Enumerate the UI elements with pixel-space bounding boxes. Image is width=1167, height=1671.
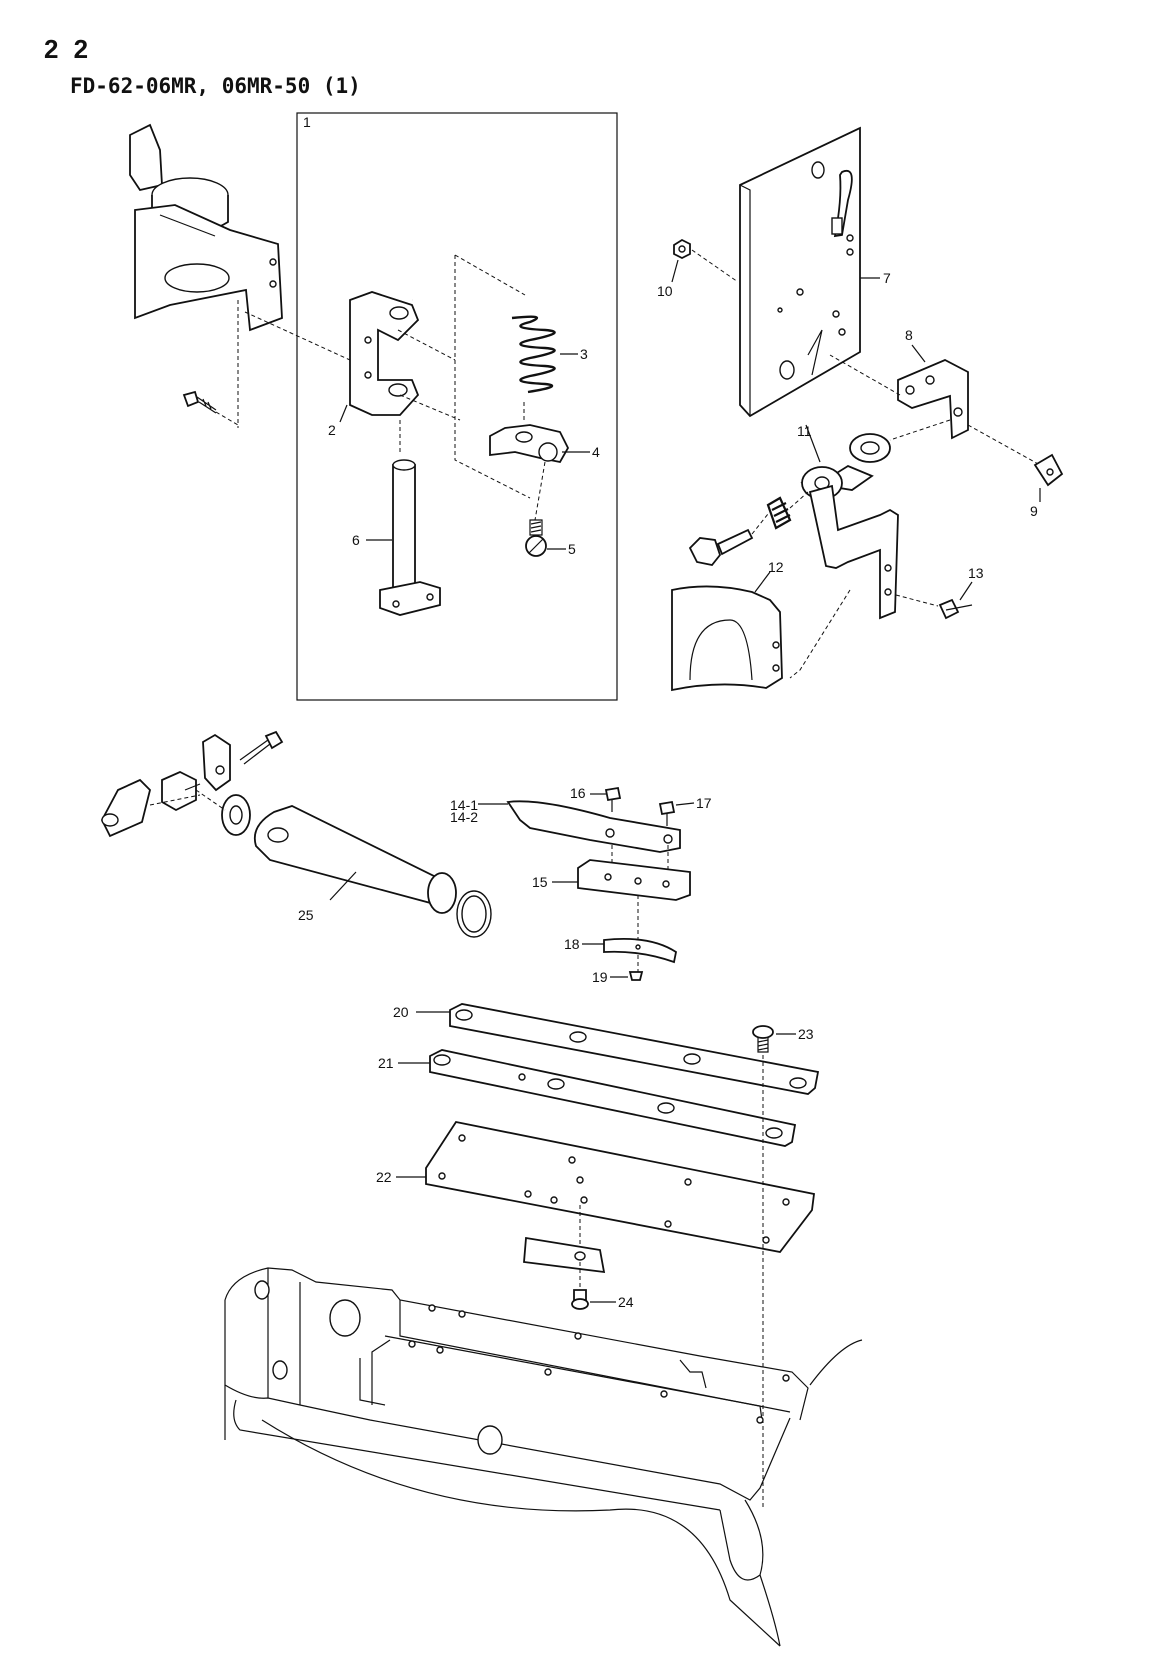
callout-23: 23	[798, 1026, 814, 1042]
part-14-knife	[508, 801, 680, 852]
part-8-angle-bracket	[898, 360, 968, 438]
part-19-screw	[630, 972, 642, 980]
callout-24: 24	[618, 1294, 634, 1310]
part-4-clamp	[490, 425, 568, 462]
part-24-screw	[572, 1290, 588, 1309]
lever-spring	[768, 498, 790, 528]
part-15-holder	[578, 860, 690, 900]
part-13-screw	[940, 600, 972, 618]
callout-1: 1	[303, 114, 311, 130]
part-6-shaft	[380, 460, 440, 615]
part-10-nut	[674, 240, 690, 258]
callout-14-2: 14-2	[450, 809, 478, 825]
callout-3: 3	[580, 346, 588, 362]
machine-bed-casting	[225, 1268, 862, 1646]
part-18-spring-plate	[604, 939, 676, 962]
assembly-frame	[297, 113, 617, 700]
callout-8: 8	[905, 327, 913, 343]
part-3-spring	[512, 317, 555, 392]
part-25-tube	[255, 806, 491, 937]
part-9-screw	[1035, 455, 1062, 485]
callout-7: 7	[883, 270, 891, 286]
lever-bolt	[690, 530, 752, 565]
callout-18: 18	[564, 936, 580, 952]
bracket-casting	[130, 125, 282, 330]
part-23-screw	[753, 1026, 773, 1052]
callout-17: 17	[696, 795, 712, 811]
part-22-base-plate	[426, 1122, 814, 1252]
part-16-screw	[606, 788, 620, 812]
callout-2: 2	[328, 422, 336, 438]
callout-11: 11	[797, 423, 812, 439]
callout-13: 13	[968, 565, 984, 581]
part-7-plate	[740, 128, 860, 416]
callout-19: 19	[592, 969, 608, 985]
part-5-screw	[526, 520, 546, 556]
part-12-guard	[672, 586, 782, 690]
callout-15: 15	[532, 874, 548, 890]
callout-6: 6	[352, 532, 360, 548]
bracket-screw	[184, 392, 216, 413]
small-spring-plate	[524, 1238, 604, 1272]
callout-10: 10	[657, 283, 673, 299]
callout-21: 21	[378, 1055, 394, 1071]
callout-22: 22	[376, 1169, 392, 1185]
part-2-bracket	[350, 292, 418, 415]
part-17-screw	[660, 802, 674, 826]
callout-12: 12	[768, 559, 784, 575]
callout-5: 5	[568, 541, 576, 557]
callout-9: 9	[1030, 503, 1038, 519]
callout-16: 16	[570, 785, 586, 801]
callout-25: 25	[298, 907, 314, 923]
callout-4: 4	[592, 444, 600, 460]
callout-20: 20	[393, 1004, 409, 1020]
hook-cluster	[102, 732, 282, 836]
